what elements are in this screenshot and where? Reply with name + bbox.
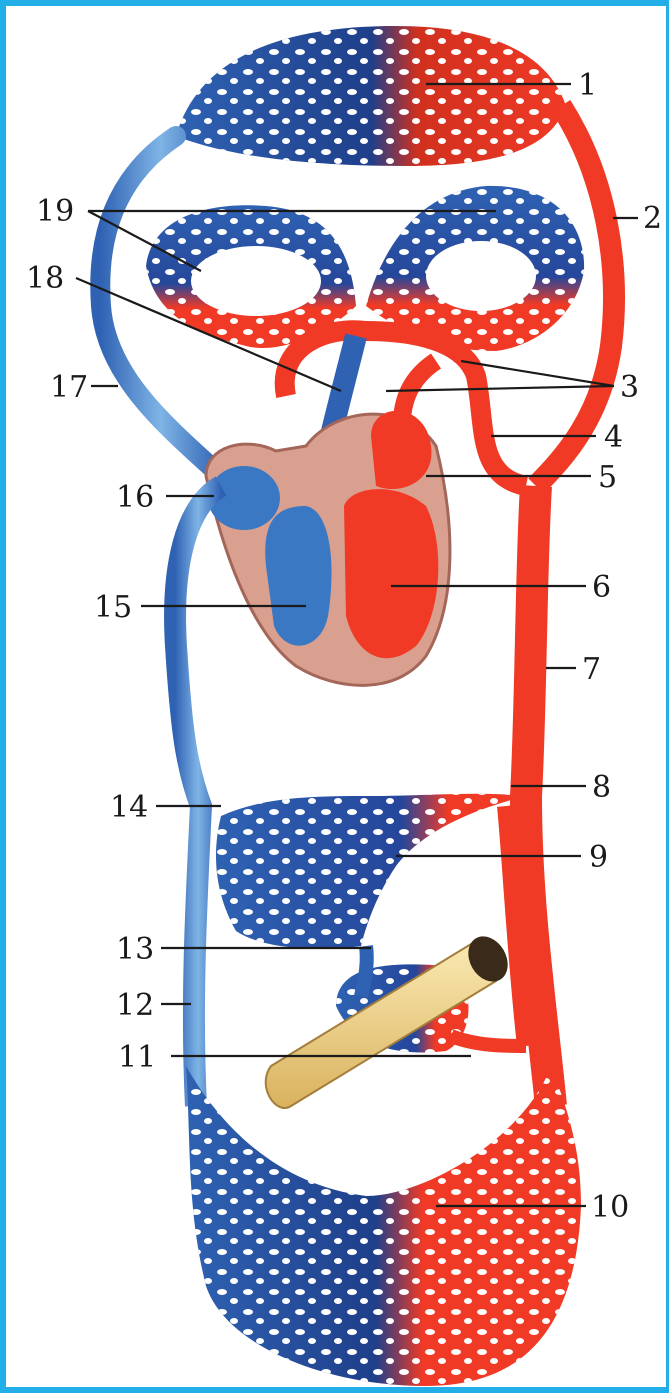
label-16: 16 <box>116 480 154 515</box>
portal-vein-link <box>361 946 367 996</box>
label-19: 19 <box>36 194 74 229</box>
label-2: 2 <box>643 201 662 236</box>
intestinal-capillary-bed <box>216 794 526 949</box>
label-7: 7 <box>582 652 601 687</box>
circulatory-diagram: 1 2 3 4 5 6 7 8 9 10 11 12 13 14 15 16 1… <box>6 6 669 1399</box>
label-13: 13 <box>116 932 154 967</box>
left-ventricle <box>344 489 438 658</box>
label-17: 17 <box>50 370 88 405</box>
body-capillary-bed <box>186 1066 581 1386</box>
label-3: 3 <box>620 370 639 405</box>
label-12: 12 <box>116 988 154 1023</box>
label-5: 5 <box>598 460 617 495</box>
heart <box>206 411 450 686</box>
lung-gap-left <box>191 246 321 316</box>
intestine <box>266 929 516 1108</box>
intestine-artery-link <box>451 1036 526 1046</box>
label-6: 6 <box>592 570 611 605</box>
inferior-vena-cava <box>175 486 221 1106</box>
label-18: 18 <box>26 261 64 296</box>
label-4: 4 <box>604 420 623 455</box>
label-11: 11 <box>118 1040 156 1075</box>
label-10: 10 <box>591 1190 629 1225</box>
head-capillary-bed <box>176 26 566 166</box>
label-8: 8 <box>592 770 611 805</box>
label-9: 9 <box>589 840 608 875</box>
label-15: 15 <box>94 590 132 625</box>
label-1: 1 <box>578 68 597 103</box>
right-ventricle <box>265 506 331 646</box>
label-14: 14 <box>110 790 148 825</box>
lung-gap-right <box>426 241 536 311</box>
